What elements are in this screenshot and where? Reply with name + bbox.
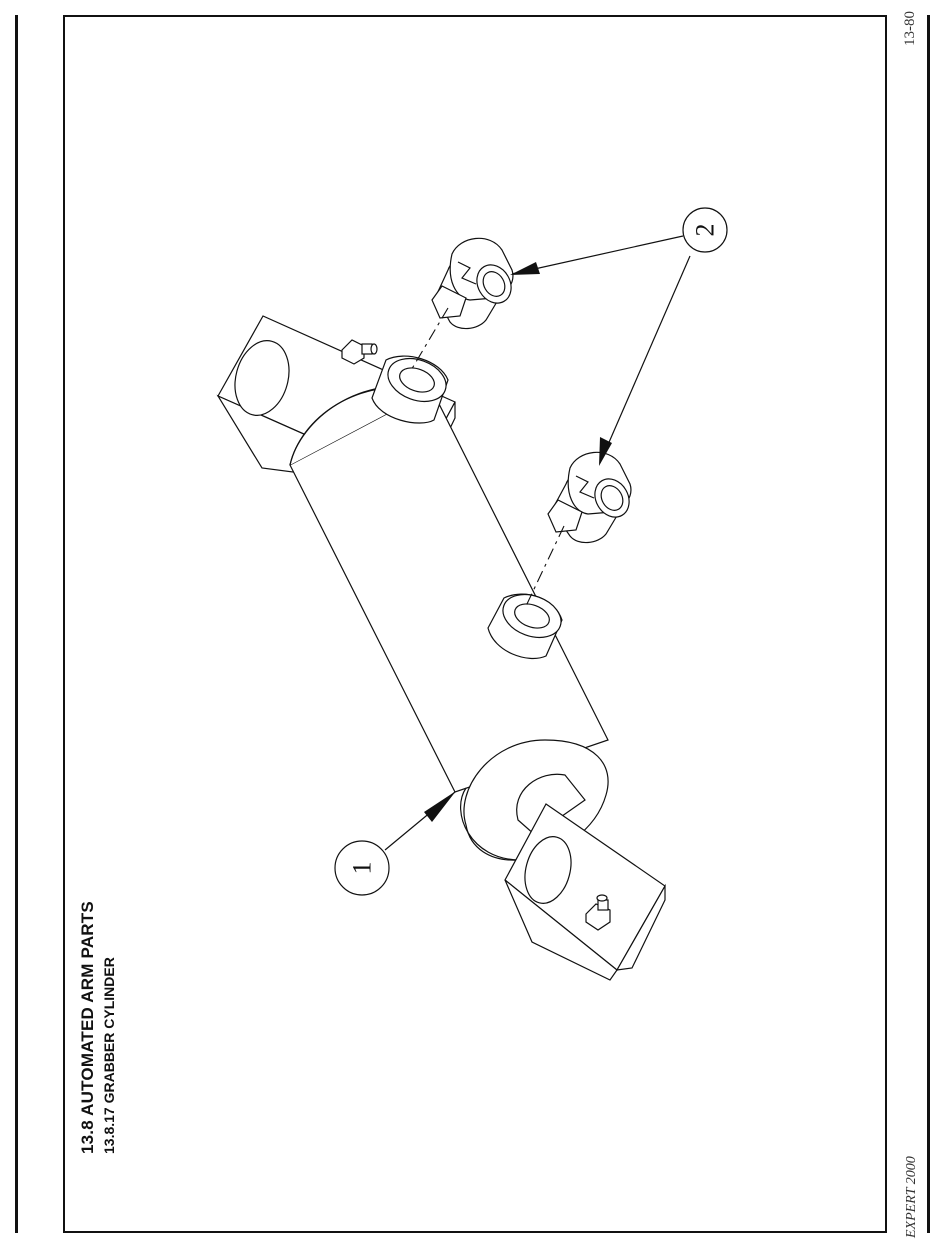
callout-label-2: 2 bbox=[691, 224, 720, 237]
callout-balloon-1: 1 bbox=[335, 841, 389, 895]
elbow-fitting-front bbox=[548, 452, 636, 542]
callout-label-1: 1 bbox=[348, 862, 377, 875]
elbow-fitting-rear bbox=[432, 238, 518, 328]
cylinder-barrel bbox=[290, 386, 608, 792]
grease-fitting-top bbox=[342, 340, 377, 364]
callout-balloon-2: 2 bbox=[683, 208, 727, 252]
centerline-front bbox=[526, 526, 564, 606]
